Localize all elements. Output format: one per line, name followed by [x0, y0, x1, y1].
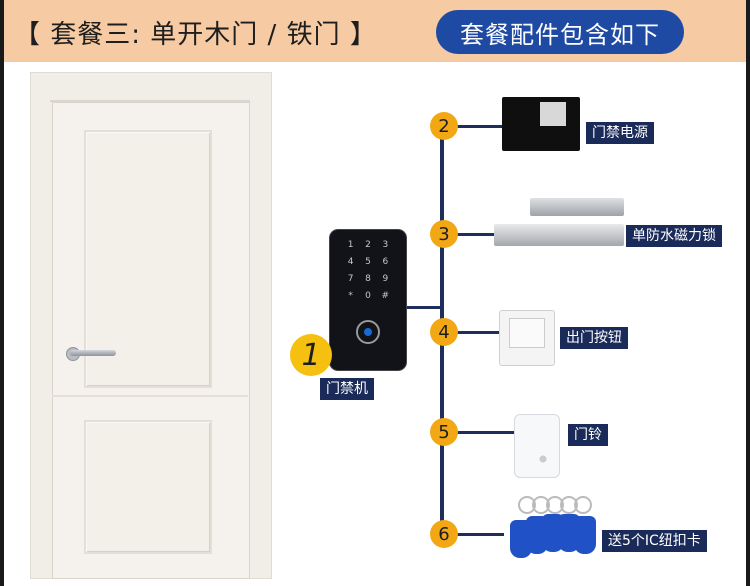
badge-3: 3 — [430, 220, 458, 248]
magnetic-lock-image — [494, 224, 624, 246]
label-magnetic-lock: 单防水磁力锁 — [626, 225, 722, 247]
door-lower-panel — [84, 420, 212, 554]
key-1: 1 — [347, 240, 354, 250]
connector-5 — [444, 431, 514, 434]
header-bar: 【 套餐三: 单开木门 / 铁门 】 套餐配件包含如下 — [4, 0, 746, 62]
label-exit-button: 出门按钮 — [560, 327, 628, 349]
connector-keypad — [406, 306, 442, 309]
badge-4: 4 — [430, 318, 458, 346]
label-access-controller: 门禁机 — [320, 378, 374, 400]
connector-4 — [444, 331, 499, 334]
key-2: 2 — [365, 240, 371, 250]
key-6: 6 — [382, 257, 389, 267]
door-handle — [70, 350, 116, 356]
key-0: 0 — [365, 291, 371, 301]
card-reader-ring-icon — [356, 320, 380, 344]
door-top-gap — [50, 100, 250, 102]
power-supply-sticker — [540, 102, 566, 126]
card-reader-led — [364, 328, 372, 336]
ic-keyfob — [574, 516, 596, 554]
package-title: 【 套餐三: 单开木门 / 铁门 】 — [14, 20, 377, 50]
key-5: 5 — [365, 257, 371, 267]
keypad-keys: 1 2 3 4 5 6 7 8 9 * 0 # — [342, 240, 394, 301]
door-rail — [52, 395, 248, 397]
access-control-keypad — [330, 230, 406, 370]
badge-5: 5 — [430, 418, 458, 446]
key-star: * — [348, 291, 353, 301]
label-ic-cards: 送5个IC纽扣卡 — [602, 530, 707, 552]
key-3: 3 — [382, 240, 389, 250]
badge-2: 2 — [430, 112, 458, 140]
keyfob-ring — [574, 496, 592, 514]
doorbell-speaker-icon — [536, 452, 550, 466]
exit-button-face — [509, 318, 545, 348]
badge-6: 6 — [430, 520, 458, 548]
label-doorbell: 门铃 — [568, 424, 608, 446]
key-9: 9 — [382, 274, 389, 284]
key-4: 4 — [347, 257, 354, 267]
label-power-supply: 门禁电源 — [586, 122, 654, 144]
accessories-pill: 套餐配件包含如下 — [436, 10, 684, 54]
connector-2 — [444, 125, 502, 128]
connector-6 — [444, 533, 504, 536]
connector-3 — [444, 233, 494, 236]
door-upper-panel — [84, 130, 212, 388]
badge-1: 1 — [290, 334, 332, 376]
doorbell-image — [514, 414, 560, 478]
armature-plate-image — [530, 198, 624, 216]
key-8: 8 — [365, 274, 371, 284]
key-7: 7 — [347, 274, 354, 284]
key-hash: # — [381, 291, 390, 301]
